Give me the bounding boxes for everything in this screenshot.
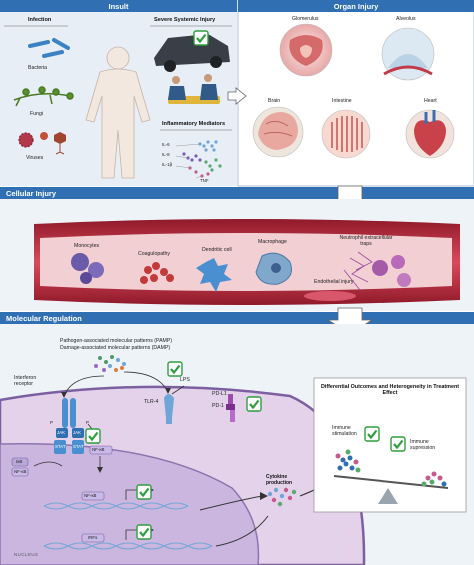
paramedics-icon <box>168 74 220 104</box>
tlr4-label: TLR-4 <box>144 399 159 405</box>
stat-label-left: STAT <box>55 444 66 449</box>
check-mark-icon <box>245 395 263 413</box>
mediator-label-tnf: TNF <box>200 178 209 183</box>
mediator-molecules <box>175 140 222 179</box>
header-cellular-injury: Cellular Injury <box>6 188 57 198</box>
organ-label-heart: Heart <box>424 98 437 104</box>
pamp-label: Pathogen-associated molecular patterns (… <box>60 338 173 344</box>
cell-label-coagulopathy: Coagulopathy <box>138 251 171 257</box>
check-mark-icon <box>389 435 407 453</box>
fungi-icon <box>13 86 74 107</box>
outcomes-box <box>313 377 467 513</box>
cell-label-endothelial: Endothelial injury <box>314 279 354 285</box>
nfkb-label-nucleus: NF-κB <box>84 493 97 498</box>
infection-title: Infection <box>28 17 52 23</box>
interferon-receptor-label: Interferon receptor <box>14 375 37 387</box>
cell-label-monocytes: Monocytes <box>74 243 100 249</box>
immune-suppression-label: Immune supression <box>410 439 436 451</box>
pd1-pdl1-icon <box>226 394 235 422</box>
organ-illustrations <box>252 23 455 159</box>
phospho-label-left: P <box>50 420 53 425</box>
jak-label-right: JAK <box>73 430 82 435</box>
organ-label-glomerulus: Glomerulus <box>292 16 319 22</box>
intestine-icon <box>321 109 371 159</box>
header-organ-injury: Organ Injury <box>333 1 379 11</box>
check-mark-icon <box>84 427 102 445</box>
cytokine-cluster <box>267 487 297 507</box>
damp-label: Damage-associated molecular patterns (DA… <box>60 345 171 351</box>
organ-label-alveolus: Alveolus <box>396 16 416 22</box>
cell-illustrations <box>71 251 411 301</box>
interferon-receptor-icon <box>54 398 84 454</box>
phospho-label-right: P <box>86 420 89 425</box>
pathogen-label-bacteria: Bacteria <box>28 65 48 71</box>
virus-icon <box>18 132 66 155</box>
ikb-label: IκB <box>16 459 23 464</box>
patient-silhouette <box>85 46 151 179</box>
cell-label-nets: Neutrophil extracellular traps <box>339 235 393 247</box>
check-mark-icon <box>135 523 153 541</box>
immune-stimulation-label: Immune stimulation <box>332 425 357 437</box>
stat-label-right: STAT <box>73 444 84 449</box>
cytokine-label: Cytokine production <box>266 474 293 486</box>
check-mark-icon <box>166 360 184 378</box>
pd1-label: PD-1 <box>212 403 224 409</box>
bacteria-icon <box>28 38 70 58</box>
nfkb-label-cytoplasm: NF-κB <box>92 447 105 452</box>
organ-label-intestine: Intestine <box>332 98 352 104</box>
nfkb-label-complex: NF-κB <box>14 469 27 474</box>
pdl1-label: PD-L1 <box>212 391 227 397</box>
tlr4-receptor-icon <box>164 385 185 424</box>
cell-label-dendritic: Dendritic cell <box>202 247 232 253</box>
cell-label-macrophage: Macrophage <box>258 239 287 245</box>
outcomes-title: Differential Outcomes and Heterogeneity … <box>320 384 460 396</box>
nucleus-label: NUCLEUS <box>14 552 39 557</box>
pathogen-label-fungi: Fungi <box>30 111 43 117</box>
mediators-title: Inflammatory Mediators <box>162 121 226 127</box>
check-mark-icon <box>363 425 381 443</box>
irfs-label: IRFs <box>88 535 98 540</box>
pathogen-label-viruses: Viruses <box>26 155 44 161</box>
pamp-damp-molecules <box>94 355 126 372</box>
arrow-to-organs <box>227 87 247 105</box>
organ-panel <box>237 0 474 187</box>
header-molecular-regulation: Molecular Regulation <box>6 313 82 323</box>
systemic-injury-title: Severe Systemic Injury <box>154 17 216 23</box>
header-insult: Insult <box>108 1 129 11</box>
mediator-label-il6: IL-6 <box>162 142 170 147</box>
outcome-balance <box>333 449 449 504</box>
dna-strands <box>43 502 213 550</box>
organ-label-brain: Brain <box>268 98 281 104</box>
car-crash-icon <box>154 34 230 72</box>
mediator-label-il8: IL-8 <box>162 152 170 157</box>
mediator-label-il1b: IL-1β <box>162 162 173 167</box>
check-mark-icon <box>192 29 210 47</box>
jak-label-left: JAK <box>57 430 66 435</box>
check-mark-icon <box>135 483 153 501</box>
lps-label: LPS <box>180 377 190 383</box>
